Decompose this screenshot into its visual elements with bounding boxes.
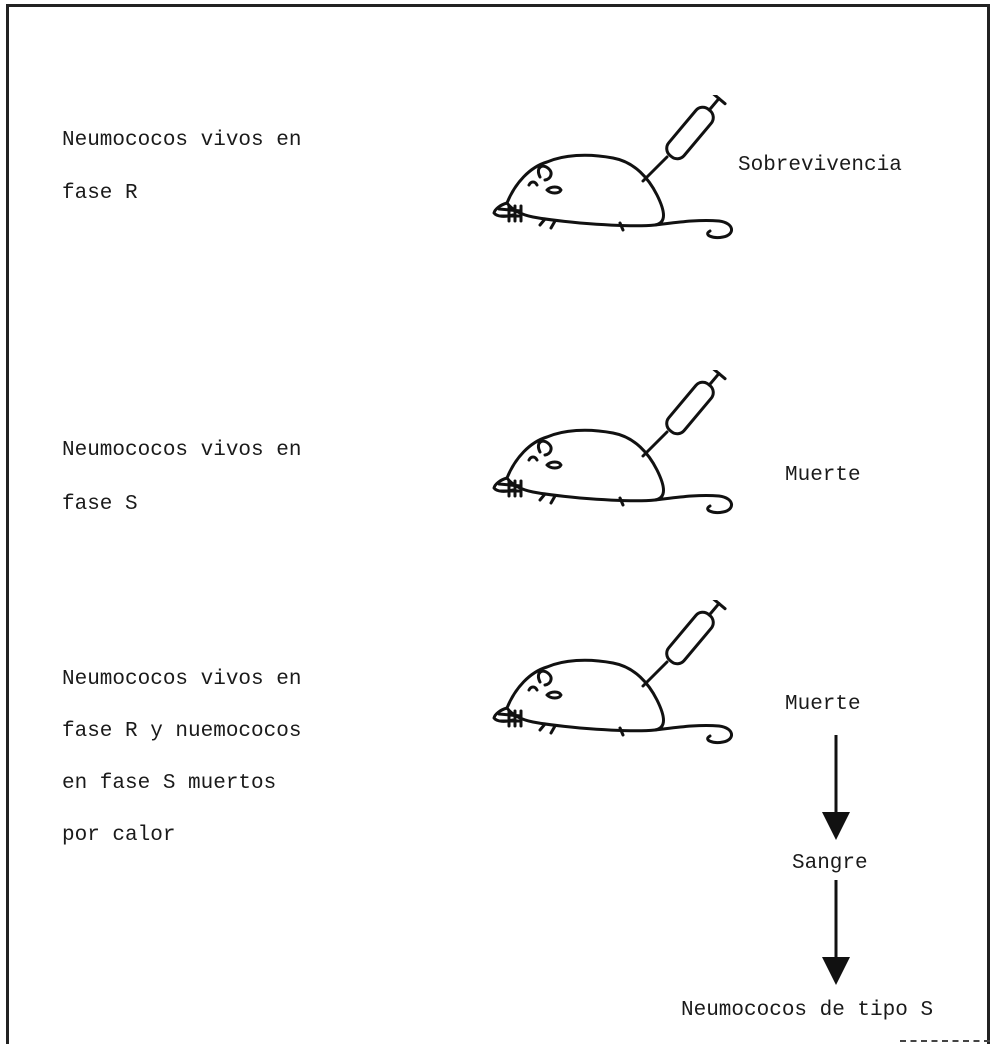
arrow-to-sangre (822, 735, 850, 840)
followup-sangre: Sangre (792, 853, 868, 874)
arrow-to-neumococos-s (822, 880, 850, 985)
followup-neumococos-tipo-s: Neumococos de tipo S (681, 1000, 933, 1021)
